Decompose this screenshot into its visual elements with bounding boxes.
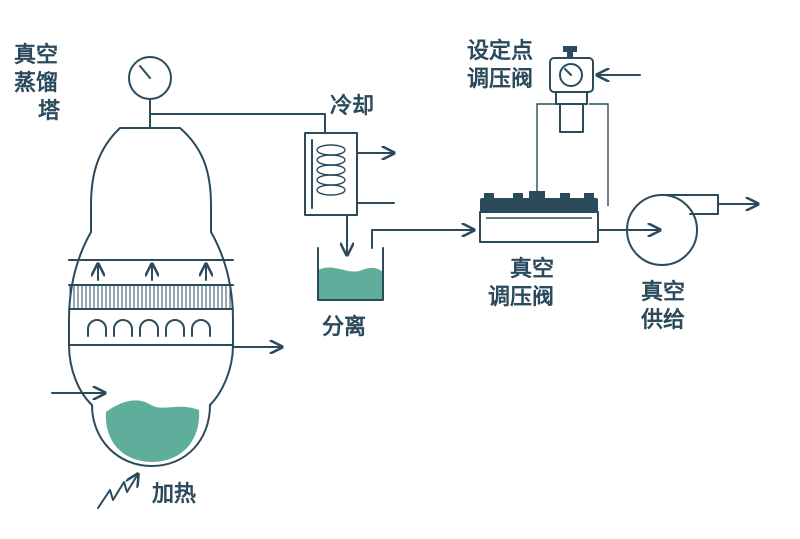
setpoint-valve bbox=[549, 46, 641, 133]
column-label-line1: 真空 bbox=[14, 42, 58, 68]
vacuum-regulator-label-line1: 真空 bbox=[510, 256, 554, 282]
vacuum-regulator-label-line2: 调压阀 bbox=[488, 285, 554, 310]
vacuum-supply-label-line2: 供给 bbox=[640, 307, 685, 333]
cooling-label: 冷却 bbox=[330, 93, 374, 119]
separator-vessel bbox=[317, 230, 474, 301]
reboiler-shell bbox=[91, 404, 211, 467]
vacuum-supply-label-line1: 真空 bbox=[641, 279, 685, 305]
column-label-line3: 塔 bbox=[38, 99, 61, 124]
vapor-flow-arrows bbox=[98, 264, 206, 281]
condenser bbox=[304, 132, 394, 255]
vacuum-pump-icon bbox=[625, 194, 758, 266]
heating-label: 加热 bbox=[151, 481, 196, 507]
column-label-line2: 蒸馏 bbox=[14, 71, 58, 96]
pilot-lines bbox=[536, 103, 609, 206]
separation-label: 分离 bbox=[322, 314, 366, 340]
packing-section bbox=[69, 285, 233, 309]
heat-input-icon bbox=[97, 474, 138, 509]
setpoint-valve-label-line1: 设定点 bbox=[467, 38, 533, 64]
distillation-column bbox=[51, 56, 326, 509]
column-shell bbox=[68, 127, 234, 406]
bubble-caps bbox=[68, 319, 234, 346]
vacuum-line-arrow bbox=[371, 230, 474, 249]
vapor-line bbox=[149, 113, 326, 133]
setpoint-valve-label-line2: 调压阀 bbox=[467, 67, 533, 92]
setpoint-gauge-icon bbox=[559, 63, 583, 87]
vacuum-regulator bbox=[479, 191, 627, 243]
pressure-gauge-icon bbox=[128, 56, 172, 100]
reboiler-liquid bbox=[105, 400, 200, 462]
